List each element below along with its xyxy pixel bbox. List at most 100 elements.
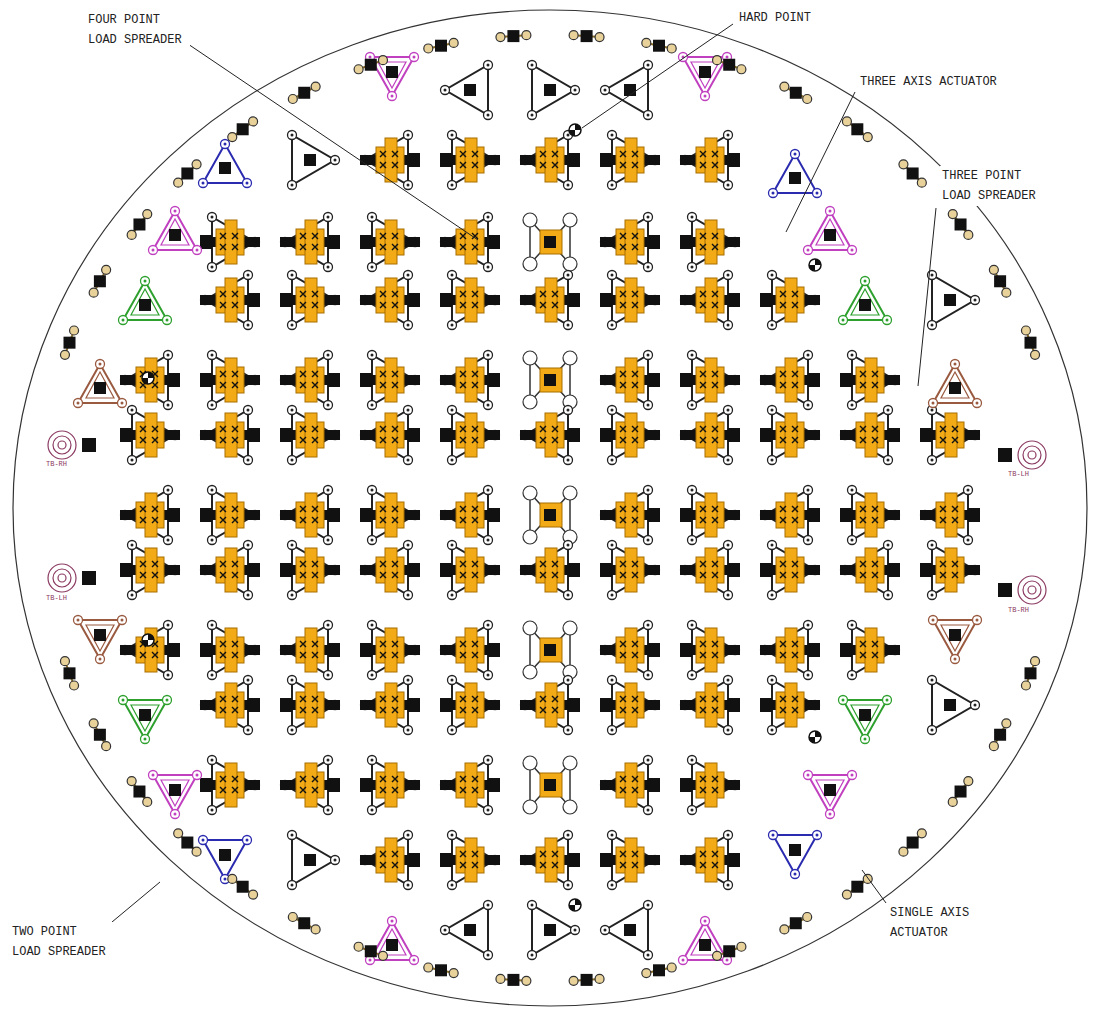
bolt-mark — [472, 371, 478, 377]
pivot-dot — [611, 459, 614, 462]
bolt-mark — [300, 707, 306, 713]
pivot-circle — [564, 271, 573, 280]
bolt-mark — [952, 561, 958, 567]
actuator-square — [808, 643, 820, 657]
pivot-dot — [886, 699, 889, 702]
bolt-mark — [712, 437, 718, 443]
pivot-circle — [243, 836, 252, 845]
pivot-dot — [407, 134, 410, 137]
pivot-circle — [803, 95, 812, 104]
pivot-dot — [772, 192, 775, 195]
actuator-square — [94, 629, 106, 641]
three-point-load-spreader — [119, 696, 172, 744]
pivot-circle — [96, 360, 105, 369]
bolt-mark — [300, 302, 306, 308]
spreader-triangle — [378, 62, 406, 88]
pivot-dot — [604, 929, 607, 932]
bolt-mark — [392, 776, 398, 782]
bolt-mark — [380, 162, 386, 168]
actuator-square — [360, 373, 372, 387]
three-axis-actuator — [520, 541, 580, 600]
bolt-mark — [312, 371, 318, 377]
pivot-circle — [848, 536, 857, 545]
pivot-dot — [371, 216, 374, 219]
pivot-circle — [724, 881, 733, 890]
pivot-circle — [60, 350, 69, 359]
three-axis-actuator — [520, 676, 580, 735]
pivot-circle — [404, 181, 413, 190]
pivot-circle — [244, 541, 253, 550]
three-point-load-spreader — [679, 917, 732, 965]
three-point-load-spreader — [601, 901, 653, 960]
two-point-load-spreader — [60, 326, 78, 359]
actuator-body — [865, 628, 877, 672]
bolt-mark — [300, 787, 306, 793]
pivot-dot — [974, 704, 977, 707]
pivot-circle — [769, 831, 778, 840]
bolt-mark — [700, 517, 706, 523]
tb-ring — [58, 441, 66, 449]
pivot-dot — [691, 489, 694, 492]
pivot-dot — [167, 539, 170, 542]
pivot-dot — [371, 624, 374, 627]
pivot-circle — [523, 756, 537, 770]
pivot-circle — [523, 665, 537, 679]
three-point-load-spreader — [804, 207, 857, 255]
actuator-square — [200, 235, 212, 249]
pivot-circle — [484, 486, 493, 495]
pivot-dot — [327, 539, 330, 542]
pivot-circle — [244, 676, 253, 685]
pivot-circle — [128, 591, 137, 600]
pivot-circle — [642, 38, 651, 47]
two-point-load-spreader — [569, 974, 604, 986]
bolt-mark — [392, 151, 398, 157]
single-axis-actuator — [365, 945, 377, 957]
pivot-dot — [647, 809, 650, 812]
pivot-circle — [404, 591, 413, 600]
bolt-mark — [392, 233, 398, 239]
pivot-circle — [973, 399, 982, 408]
actuator-body — [625, 278, 637, 322]
pivot-circle — [388, 917, 397, 926]
tb-spreader — [48, 564, 96, 592]
pivot-dot — [691, 674, 694, 677]
three-point-load-spreader — [528, 61, 580, 120]
pivot-circle — [564, 456, 573, 465]
bolt-mark — [392, 561, 398, 567]
pivot-dot — [931, 594, 934, 597]
bolt-mark — [460, 151, 466, 157]
pivot-dot — [451, 729, 454, 732]
pivot-circle — [404, 541, 413, 550]
pivot-circle — [780, 925, 789, 934]
pivot-circle — [848, 246, 857, 255]
actuator-square — [859, 299, 871, 311]
actuator-square — [280, 698, 292, 712]
four-point-load-spreader — [523, 351, 577, 409]
pivot-circle — [324, 401, 333, 410]
bolt-mark — [700, 641, 706, 647]
pivot-dot — [727, 324, 730, 327]
bolt-mark — [792, 426, 798, 432]
pivot-dot — [487, 954, 490, 957]
actuator-body — [705, 683, 717, 727]
actuator-body — [625, 493, 637, 537]
pivot-circle — [826, 810, 835, 819]
actuator-body — [305, 220, 317, 264]
pivot-circle — [928, 456, 937, 465]
four-point-load-spreader — [523, 756, 577, 814]
pivot-dot — [567, 594, 570, 597]
actuator-body — [225, 220, 237, 264]
pivot-dot — [851, 354, 854, 357]
actuator-square — [200, 778, 212, 792]
bolt-mark — [540, 291, 546, 297]
bolt-mark — [700, 506, 706, 512]
actuator-square — [328, 778, 340, 792]
pivot-dot — [211, 674, 214, 677]
tb-ring — [48, 431, 76, 459]
actuator-square — [82, 438, 96, 452]
pivot-dot — [487, 489, 490, 492]
bolt-mark — [872, 652, 878, 658]
pivot-dot — [574, 89, 577, 92]
two-point-load-spreader — [89, 719, 110, 751]
pivot-circle — [917, 829, 926, 838]
